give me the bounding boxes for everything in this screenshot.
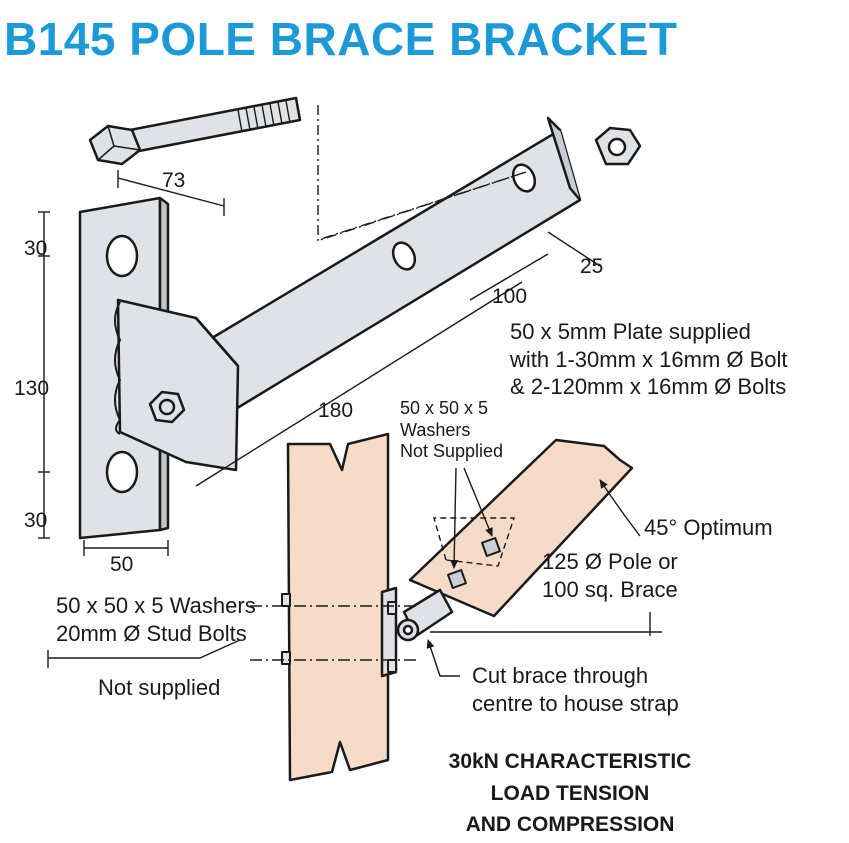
dim-50: 50 bbox=[110, 553, 134, 576]
dim-73: 73 bbox=[162, 169, 186, 192]
bracket-drawing bbox=[78, 96, 642, 540]
gusset-flange bbox=[114, 298, 240, 472]
hex-nut bbox=[594, 126, 642, 166]
dim-180: 180 bbox=[318, 399, 354, 422]
plate-supply-note: 50 x 5mm Plate supplied with 1-30mm x 16… bbox=[510, 319, 788, 399]
pole-note: 125 Ø Pole or 100 sq. Brace bbox=[542, 549, 678, 602]
bolt-centre-line bbox=[317, 105, 527, 241]
installation-drawing bbox=[281, 432, 634, 782]
angle-note: 45° Optimum bbox=[644, 515, 773, 540]
page-title: B145 POLE BRACE BRACKET bbox=[4, 13, 678, 65]
dim-130: 130 bbox=[14, 377, 50, 400]
hex-bolt-head bbox=[148, 390, 186, 424]
installation-annotations bbox=[47, 467, 662, 677]
long-bolt bbox=[88, 96, 302, 166]
timber-brace bbox=[408, 438, 634, 618]
load-rating: 30kN CHARACTERISTIC LOAD TENSION AND COM… bbox=[448, 750, 692, 836]
stud-bolts-note: 50 x 50 x 5 Washers 20mm Ø Stud Bolts bbox=[56, 593, 256, 646]
washers-not-supplied-note: 50 x 50 x 5 Washers Not Supplied bbox=[400, 398, 504, 462]
dim-30-top: 30 bbox=[24, 237, 48, 260]
dimension-lines bbox=[38, 170, 601, 556]
dim-30-bottom: 30 bbox=[24, 509, 48, 532]
not-supplied-note: Not supplied bbox=[98, 675, 221, 700]
timber-post bbox=[286, 432, 390, 782]
dim-100: 100 bbox=[492, 285, 528, 308]
cut-brace-note: Cut brace through centre to house strap bbox=[472, 663, 679, 716]
dim-25: 25 bbox=[580, 255, 604, 278]
